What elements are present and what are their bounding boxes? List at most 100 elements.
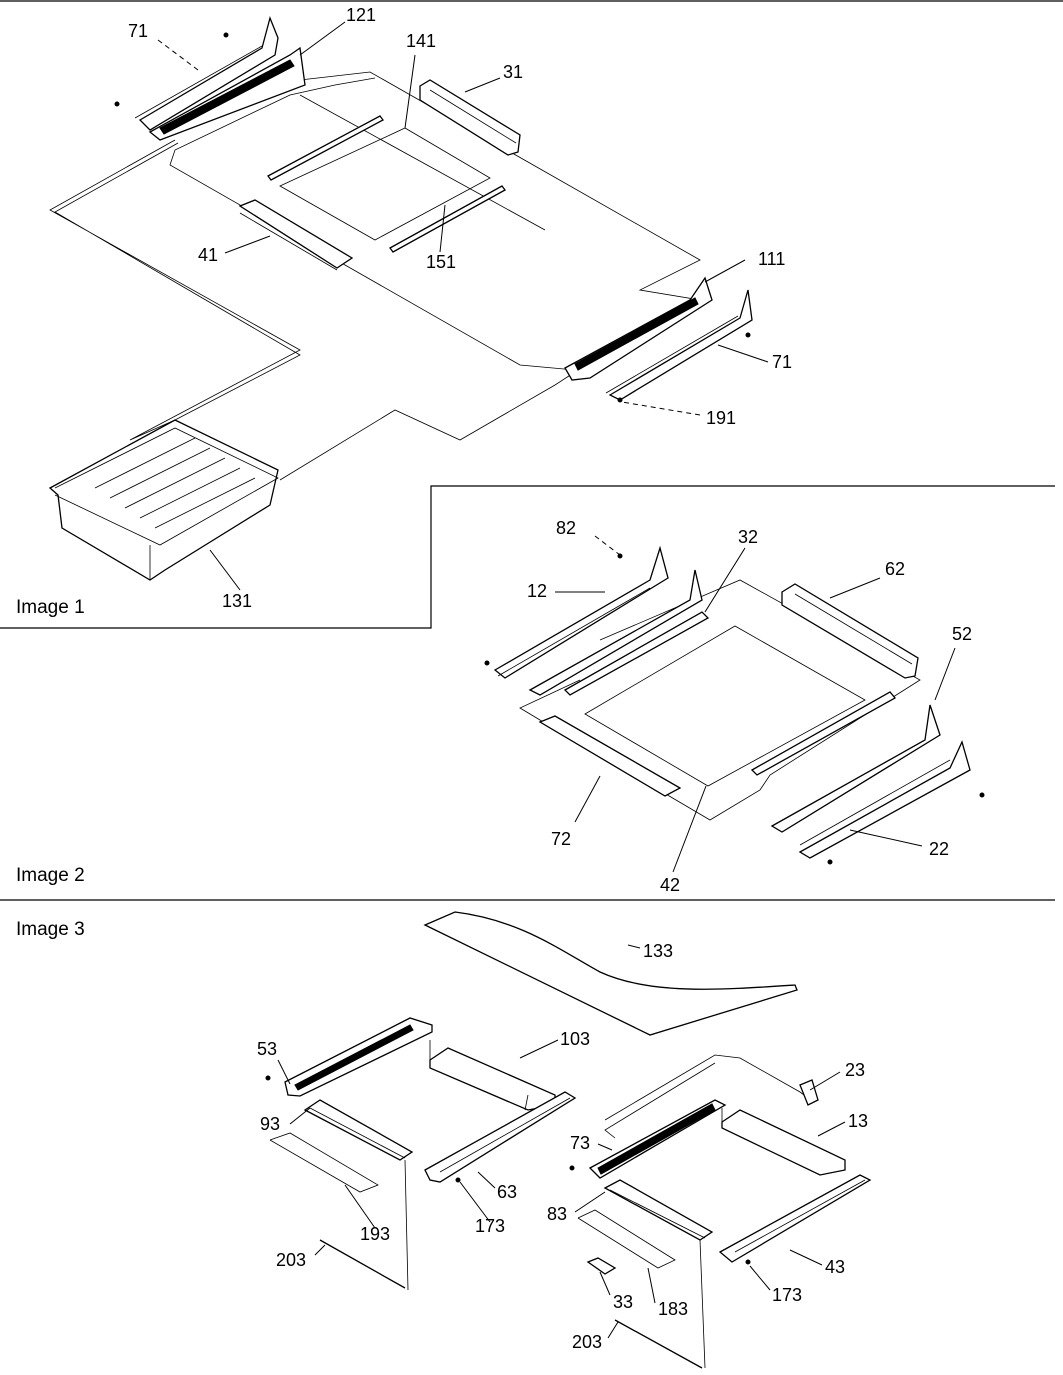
screw-dot-image2-bottom xyxy=(827,859,833,865)
slide-83 xyxy=(603,1179,714,1241)
image3-shelf-assembly xyxy=(265,911,872,1369)
screw-dot-image2-right xyxy=(979,792,985,798)
back-rail-31-detail xyxy=(429,89,517,144)
callout-43: 43 xyxy=(825,1257,846,1277)
callout-71-right: 71 xyxy=(772,352,793,372)
callout-33: 33 xyxy=(613,1292,634,1312)
rail-63 xyxy=(424,1091,577,1183)
image3-right-phantom xyxy=(604,1054,809,1121)
strip-203a xyxy=(319,1239,406,1289)
right-bracket-71-edge xyxy=(605,315,739,394)
crisper-drawer-131-ribs xyxy=(94,437,256,529)
right-slide-111-channel xyxy=(574,297,699,371)
callout-131: 131 xyxy=(222,591,253,611)
image2-leader-lines xyxy=(555,535,956,873)
callout-203-right: 203 xyxy=(572,1332,603,1352)
callout-53: 53 xyxy=(257,1039,278,1059)
image1-caption: Image 1 xyxy=(16,597,85,618)
left-bracket-lower xyxy=(528,569,703,696)
rail-63-detail xyxy=(439,1097,571,1173)
left-slide-12-edge xyxy=(497,587,651,677)
crisper-drawer-131-rim xyxy=(54,427,279,546)
screw-dot-top xyxy=(223,32,229,38)
callout-121: 121 xyxy=(346,5,377,25)
image3-left-drop-line xyxy=(404,1159,409,1291)
slide-93 xyxy=(303,1099,414,1161)
callout-173-left: 173 xyxy=(475,1216,506,1236)
back-rail-62-detail xyxy=(794,593,913,665)
slide-83-detail xyxy=(609,1189,706,1239)
screw-dot-173b xyxy=(745,1259,751,1265)
callout-63: 63 xyxy=(497,1182,518,1202)
callout-13: 13 xyxy=(848,1111,869,1131)
left-slide-53-channel xyxy=(294,1024,414,1091)
clip-33 xyxy=(586,1257,617,1275)
callout-41: 41 xyxy=(198,245,219,265)
trim-strip-lower xyxy=(750,691,897,776)
image1-phantom-outline xyxy=(49,139,301,441)
image1-leader-lines xyxy=(157,21,769,591)
shelf-glass-141 xyxy=(279,127,491,241)
callout-42: 42 xyxy=(660,875,681,895)
callout-133: 133 xyxy=(643,941,674,961)
image3-leader-lines xyxy=(277,944,846,1339)
shelf-back-edge xyxy=(299,94,546,231)
callout-71-top-left: 71 xyxy=(128,21,149,41)
image1-shelf-assembly xyxy=(48,15,753,581)
callout-191: 191 xyxy=(706,408,737,428)
callout-173-right: 173 xyxy=(772,1285,803,1305)
front-trim-41 xyxy=(238,199,354,269)
rail-43-detail xyxy=(734,1179,866,1253)
callout-72: 72 xyxy=(551,829,572,849)
bin-13 xyxy=(721,1109,846,1176)
image2-caption: Image 2 xyxy=(16,865,85,886)
callout-203-left: 203 xyxy=(276,1250,307,1270)
right-bracket-52 xyxy=(770,704,941,833)
glass-panel-133 xyxy=(423,911,798,1036)
crisper-drawer-131 xyxy=(48,419,279,581)
screw-dot-191 xyxy=(617,397,623,403)
screw-dot-82 xyxy=(617,553,623,559)
bin-103 xyxy=(429,1047,556,1111)
tray-183 xyxy=(577,1209,676,1269)
slide-93-detail xyxy=(309,1107,406,1159)
image3-caption: Image 3 xyxy=(16,919,85,940)
image1-phantom-outline-back xyxy=(169,71,702,371)
callout-151: 151 xyxy=(426,252,457,272)
callout-32: 32 xyxy=(738,527,759,547)
back-rail-31 xyxy=(419,79,521,156)
callout-93: 93 xyxy=(260,1114,281,1134)
right-slide-22-edge xyxy=(799,759,951,846)
front-trim-41-lower xyxy=(239,212,338,271)
callout-103: 103 xyxy=(560,1029,591,1049)
callout-83: 83 xyxy=(547,1204,568,1224)
left-slide-121-channel xyxy=(159,59,295,135)
trim-strip-151a xyxy=(267,115,384,181)
shelf-glass-42 xyxy=(584,625,866,787)
screw-dot-53 xyxy=(265,1075,271,1081)
front-trim-72 xyxy=(538,715,682,797)
image1-image2-divider xyxy=(0,485,1055,629)
strip-203b xyxy=(614,1319,703,1369)
callout-82: 82 xyxy=(556,518,577,538)
callout-52: 52 xyxy=(952,624,973,644)
back-rail-62 xyxy=(781,583,919,679)
callout-23: 23 xyxy=(845,1060,866,1080)
callout-183: 183 xyxy=(658,1299,689,1319)
callout-193: 193 xyxy=(360,1224,391,1244)
left-slide-12 xyxy=(493,545,669,679)
callout-111: 111 xyxy=(758,249,786,269)
trim-strip-151b xyxy=(389,185,506,253)
tray-193 xyxy=(269,1132,379,1193)
screw-dot-left xyxy=(114,101,120,107)
right-slide-73-channel xyxy=(597,1103,716,1175)
callout-12: 12 xyxy=(527,581,548,601)
screw-dot-173a xyxy=(455,1177,461,1183)
left-bracket-71 xyxy=(138,15,279,131)
left-bracket-71-edge xyxy=(134,45,263,119)
trim-strip-32 xyxy=(563,611,710,696)
trim-23 xyxy=(799,1079,819,1106)
screw-dot-73 xyxy=(569,1165,575,1171)
callout-22: 22 xyxy=(929,839,950,859)
